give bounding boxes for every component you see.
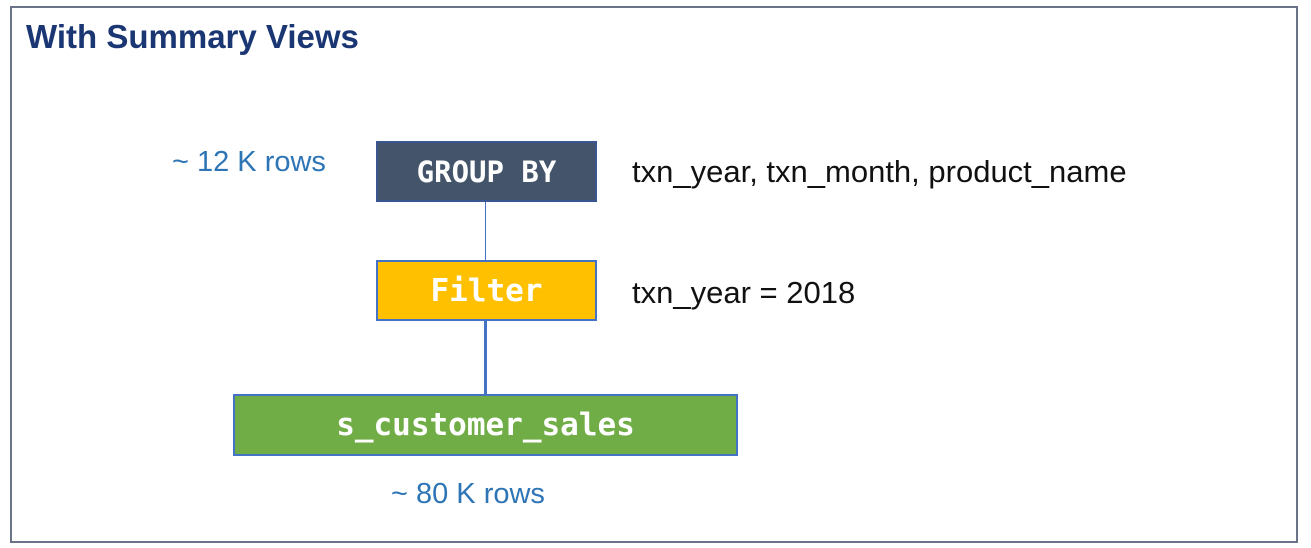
table-node: s_customer_sales: [233, 394, 738, 456]
group-by-node: GROUP BY: [376, 141, 597, 202]
group-by-columns: txn_year, txn_month, product_name: [632, 154, 1127, 189]
group-by-row-estimate: ~ 12 K rows: [172, 146, 326, 178]
connector-filter-table: [484, 320, 487, 395]
connector-groupby-filter: [485, 201, 486, 261]
filter-condition: txn_year = 2018: [632, 275, 856, 310]
table-row-estimate: ~ 80 K rows: [391, 478, 545, 510]
diagram-title: With Summary Views: [26, 18, 359, 55]
filter-node: Filter: [376, 260, 597, 321]
